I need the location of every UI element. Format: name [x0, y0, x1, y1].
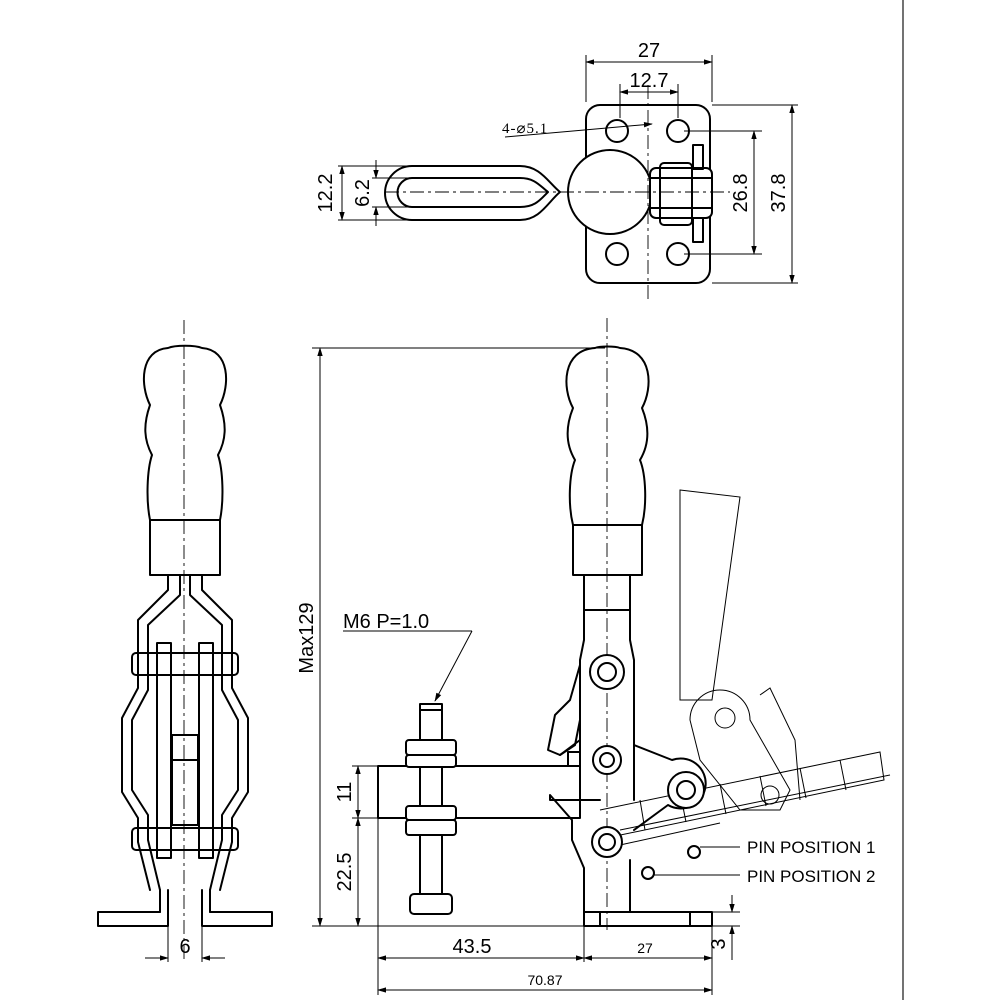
side-handle-lever: [579, 574, 635, 801]
spindle-thread: [419, 703, 443, 895]
dim-arm-thickness: 11: [334, 782, 356, 803]
phantom-open-position: [599, 489, 891, 846]
spindle-nut-bottom: [405, 805, 457, 821]
front-center-body: [171, 734, 199, 826]
pin-bottom: [692, 217, 704, 243]
front-view: 6: [97, 320, 273, 962]
dim-handle-outer-width: 12.2: [315, 174, 337, 213]
top-view: 27 12.7 4-⌀5.1 12.2 6.2 26.8 37.8: [315, 40, 798, 300]
dim-hole-spacing-y: 26.8: [730, 174, 752, 213]
link-bracket: [649, 167, 713, 219]
dim-overall-length: 37.8: [768, 174, 790, 213]
dim-base-thickness: 3: [708, 938, 730, 949]
handle-outline: [384, 165, 561, 221]
side-pivot-top: [589, 654, 625, 690]
dim-overall-width: 27: [638, 40, 660, 62]
spindle-nut-top: [405, 739, 457, 756]
pin-top: [692, 144, 704, 170]
side-arm: [377, 765, 581, 819]
front-pin-top: [131, 652, 239, 676]
side-lever-hook: [547, 664, 581, 756]
side-pivot-bottom: [591, 826, 623, 858]
front-arm-left-inner: [121, 574, 169, 891]
front-arm-left: [131, 574, 181, 913]
handle-slot: [396, 177, 549, 208]
spindle-nut-top-2: [405, 754, 457, 768]
spindle-tip: [409, 893, 453, 915]
dim-reach: 43.5: [453, 936, 492, 958]
dim-base-length: 27: [637, 940, 653, 956]
dim-spindle-height: 22.5: [334, 853, 356, 892]
side-link: [633, 744, 707, 831]
side-pivot-link: [667, 771, 705, 809]
label-pin-position-2: PIN POSITION 2: [747, 867, 875, 886]
mount-hole-bottom-left: [605, 242, 629, 266]
label-pin-position-1: PIN POSITION 1: [747, 838, 875, 857]
front-pin-bottom: [131, 827, 239, 851]
dim-handle-slot-width: 6.2: [352, 179, 374, 207]
side-base: [583, 911, 713, 927]
side-handle-grip: [565, 345, 650, 576]
hole-callout: 4-⌀5.1: [502, 121, 548, 137]
front-arm-right: [189, 574, 239, 913]
pin-position-2-hole: [641, 866, 655, 880]
dim-overall-length: 70.87: [527, 972, 562, 988]
dim-max-height: Max129: [296, 602, 318, 673]
front-handle-grip: [142, 344, 228, 576]
thread-spec: M6 P=1.0: [343, 611, 429, 633]
pin-position-1-hole: [687, 845, 701, 859]
mount-hole-top-left: [605, 119, 629, 143]
front-arm-right-inner: [201, 574, 249, 891]
link-bracket-inner: [659, 162, 693, 226]
dim-hole-spacing-x: 12.7: [630, 70, 669, 92]
front-base-feet: [97, 889, 273, 927]
dim-foot-gap: 6: [179, 936, 190, 958]
spindle-nut-bottom-2: [405, 819, 457, 836]
side-pivot-middle: [592, 745, 622, 775]
side-view: M6 P=1.0 Max129 11 22.5 43.5 27 70.87 3 …: [296, 318, 891, 995]
